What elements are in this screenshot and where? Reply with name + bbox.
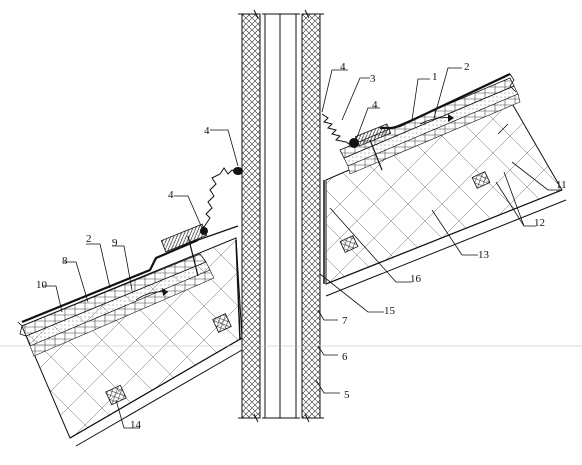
callout-12: 12 bbox=[534, 217, 545, 229]
callout-16: 16 bbox=[410, 273, 422, 285]
right-flexible-flashing bbox=[321, 113, 359, 148]
callout-4-left-top: 4 bbox=[204, 125, 210, 137]
callout-13: 13 bbox=[478, 249, 490, 261]
right-roof-section bbox=[323, 73, 567, 297]
leader-lines bbox=[42, 67, 562, 429]
callout-2-right: 2 bbox=[464, 61, 470, 73]
callout-6: 6 bbox=[342, 351, 348, 363]
callout-14: 14 bbox=[130, 419, 142, 431]
left-roof-section bbox=[17, 223, 243, 447]
callout-10: 10 bbox=[36, 279, 48, 291]
callout-2-left: 2 bbox=[86, 233, 92, 245]
callout-7: 7 bbox=[342, 315, 348, 327]
callout-3: 3 bbox=[370, 73, 376, 85]
chimney-wall bbox=[238, 9, 324, 423]
callout-4-right: 4 bbox=[372, 99, 378, 111]
callout-4-right-top: 4 bbox=[340, 61, 346, 73]
callout-4-left: 4 bbox=[168, 189, 174, 201]
left-flexible-flashing bbox=[200, 167, 243, 235]
callout-15: 15 bbox=[384, 305, 396, 317]
callout-11: 11 bbox=[556, 179, 567, 191]
callout-5: 5 bbox=[344, 389, 350, 401]
callout-9: 9 bbox=[112, 237, 118, 249]
callout-labels: 1 2 2 3 4 4 4 4 5 6 7 8 9 10 11 12 13 14… bbox=[36, 61, 567, 431]
callout-1: 1 bbox=[432, 71, 438, 83]
callout-8: 8 bbox=[62, 255, 68, 267]
